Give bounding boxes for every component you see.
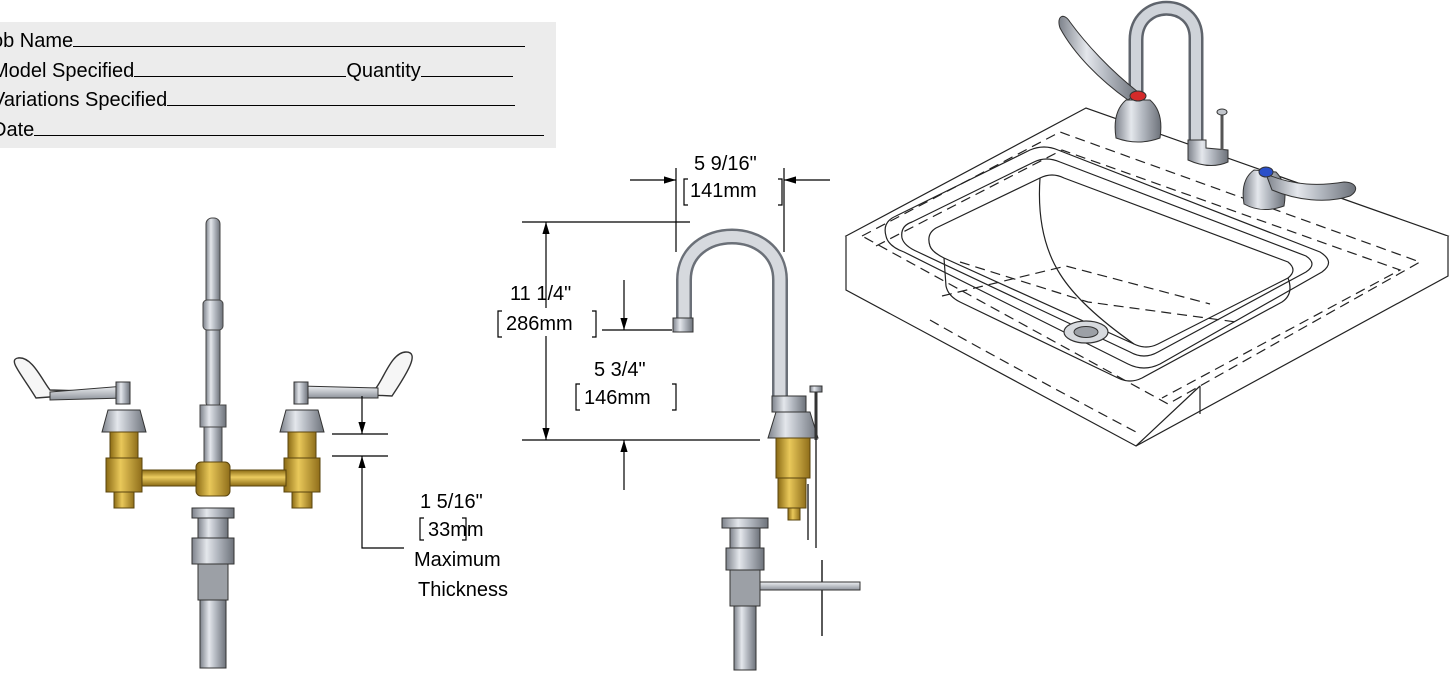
form-row-date: Date (0, 117, 545, 142)
hidden-underside (929, 319, 1137, 433)
sink-corner-edge (1135, 385, 1201, 447)
thickness-mm-label: 33mm (428, 519, 484, 541)
thickness-note-maximum: Maximum (414, 549, 501, 571)
side-view-faucet (672, 228, 861, 671)
spout-shank (203, 426, 223, 468)
pivot-rod (759, 581, 861, 591)
spout-reach-in-label: 5 9/16" (694, 153, 757, 175)
left-valve-body (109, 431, 139, 461)
left-handle-hub (115, 381, 131, 405)
right-wrist-blade-handle (307, 351, 413, 397)
quantity-field[interactable] (420, 58, 513, 77)
variations-label: Variations Specified (0, 89, 168, 111)
hidden-edge-outer (860, 131, 1422, 405)
left-valve-tail (113, 491, 135, 509)
model-specified-label: Model Specified (0, 60, 135, 82)
gooseneck-spout-outline (676, 228, 788, 408)
right-valve-nut (283, 457, 321, 493)
side-spout-collar (771, 395, 807, 413)
date-label: Date (0, 119, 35, 141)
outlet-height-mm-label: 146mm (584, 387, 651, 409)
right-handle-arm (299, 385, 379, 399)
side-escutcheon (767, 411, 819, 439)
tailpiece (199, 599, 227, 669)
thickness-note-thickness: Thickness (418, 579, 508, 601)
side-valve-body (775, 437, 811, 479)
drain-threaded (197, 563, 229, 601)
bowl-rim-inner (901, 158, 1313, 357)
side-valve-nut (777, 477, 807, 509)
spout-base (199, 404, 227, 428)
thickness-in-label: 1 5/16" (420, 491, 483, 513)
isometric-lavatory-sink (844, 107, 1450, 447)
bowl-contour-line (1038, 177, 1135, 345)
left-valve-escutcheon (101, 409, 147, 433)
side-drain-nut (725, 547, 765, 571)
cold-indicator-icon (1258, 166, 1274, 178)
sink-drain (1063, 320, 1109, 344)
drain-body (197, 517, 229, 539)
spout-height-dimension (522, 221, 760, 490)
spout-height-mm-bg (500, 308, 602, 336)
spout-reach-dimension (630, 168, 830, 252)
hot-indicator-icon (1129, 90, 1147, 102)
side-drain-flange (721, 517, 769, 529)
spout-reach-mm-brackets (683, 178, 783, 206)
bowl-basin (928, 174, 1294, 348)
lift-rod-knob (809, 385, 823, 393)
front-view-faucet (13, 217, 413, 669)
side-tailpiece (733, 605, 757, 671)
thickness-dimension (332, 396, 404, 549)
right-valve-tail (291, 491, 313, 509)
hidden-bowl-floor-2 (941, 265, 1211, 305)
spec-form: ob Name Model Specified Quantity Variatio… (0, 22, 556, 148)
drain-flange (191, 507, 235, 519)
job-name-field[interactable] (73, 28, 526, 47)
outlet-height-in-label: 5 3/4" (594, 359, 646, 381)
form-row-job: ob Name (0, 28, 526, 53)
quantity-label: Quantity (346, 60, 421, 82)
outlet-height-bg (570, 354, 678, 412)
spout-outlet (672, 317, 694, 333)
outlet-height-mm-brackets (575, 383, 677, 411)
left-wrist-blade-handle (13, 357, 119, 399)
spout-collar (202, 299, 224, 331)
right-valve-escutcheon (279, 409, 325, 433)
drain-nut (191, 537, 235, 565)
hidden-edge-inner (875, 149, 1402, 399)
spout-height-mm-brackets (497, 310, 597, 338)
gooseneck-spout (678, 231, 786, 408)
right-valve-body (287, 431, 317, 461)
variations-field[interactable] (167, 87, 516, 106)
sink-mounted-faucet (1058, 0, 1357, 210)
form-row-model: Model Specified Quantity (0, 58, 513, 83)
side-drain-pivot-body (729, 569, 761, 607)
left-valve-nut (105, 457, 143, 493)
left-handle-arm (49, 385, 126, 401)
right-handle-hub (293, 381, 309, 405)
crossover-tee (195, 461, 231, 497)
hidden-bowl-floor (959, 261, 1237, 323)
form-row-variations: Variations Specified (0, 87, 516, 112)
side-drain-body (729, 527, 761, 549)
thickness-mm-brackets (419, 517, 467, 541)
spout-height-mm-label: 286mm (506, 313, 573, 335)
spout-height-in-label: 11 1/4" (510, 283, 571, 305)
spout-reach-mm-label: 141mm (690, 180, 757, 202)
model-specified-field[interactable] (134, 58, 347, 77)
side-valve-tail (787, 507, 801, 521)
bowl-rim-outer (884, 146, 1330, 369)
job-name-label: ob Name (0, 30, 74, 52)
date-field[interactable] (34, 117, 545, 136)
